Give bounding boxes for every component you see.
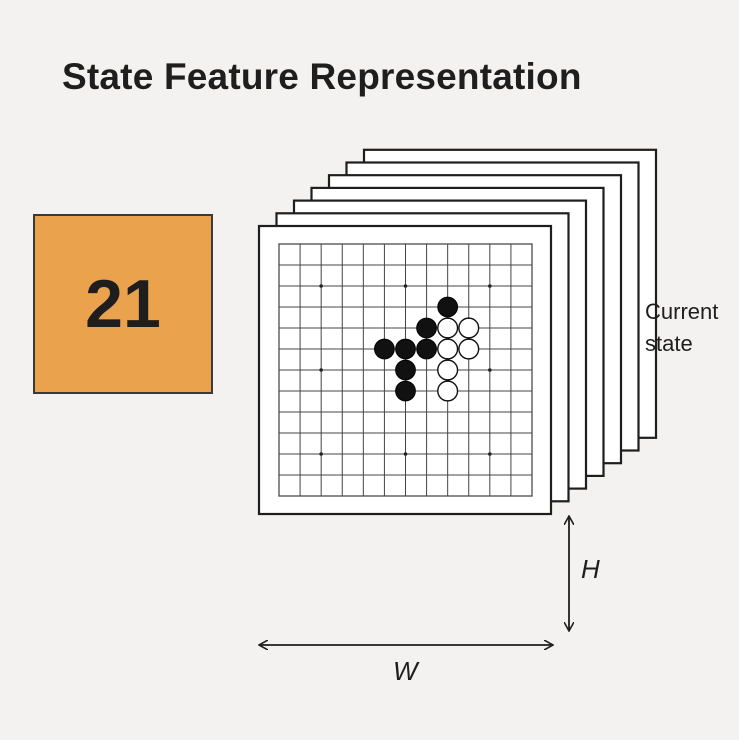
current-state-plane [257, 224, 553, 516]
white-stone [437, 380, 459, 402]
height-label: H [581, 554, 600, 584]
star-point [319, 452, 323, 456]
black-stone [437, 296, 459, 318]
black-stone [395, 380, 416, 402]
black-stone [416, 338, 437, 360]
star-point [319, 284, 323, 288]
white-stone [437, 359, 459, 381]
black-stone [374, 338, 395, 360]
black-stone [395, 338, 416, 360]
width-label: W [393, 656, 418, 686]
black-stone [395, 359, 416, 381]
feature-count-value: 21 [85, 266, 161, 342]
star-point [488, 368, 492, 372]
white-stone [458, 338, 480, 360]
board-star-points [319, 284, 492, 456]
board-stones [374, 296, 480, 402]
white-stone [437, 338, 459, 360]
white-stone [437, 317, 459, 339]
white-stone [458, 317, 480, 339]
current-state-label: Current state [645, 299, 719, 356]
feature-count-box: 21 [33, 214, 213, 394]
black-stone [416, 317, 437, 339]
diagram-title: State Feature Representation [62, 56, 582, 97]
star-point [488, 452, 492, 456]
star-point [319, 368, 323, 372]
star-point [403, 452, 408, 456]
star-point [488, 284, 492, 288]
star-point [403, 284, 408, 288]
